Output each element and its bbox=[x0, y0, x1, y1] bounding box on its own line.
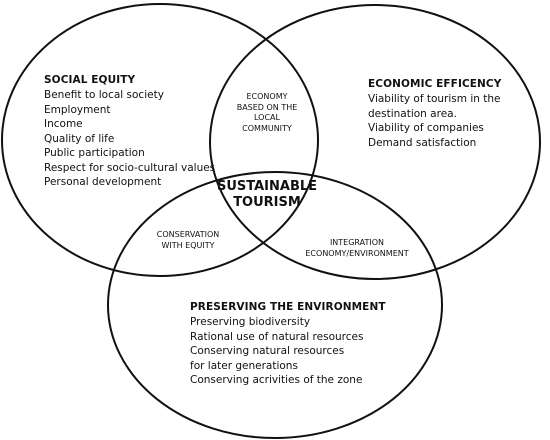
overlap-line: BASED ON THE bbox=[236, 102, 298, 112]
list-item: Preserving biodiversity bbox=[190, 316, 311, 328]
list-item: Conserving natural resources bbox=[190, 345, 345, 357]
overlap-line: ECONOMY/ENVIRONMENT bbox=[305, 248, 409, 258]
overlap-line: INTEGRATION bbox=[329, 238, 385, 247]
list-item: Employment bbox=[44, 103, 111, 116]
list-item: Benefit to local society bbox=[44, 89, 164, 101]
overlap-line: ECONOMY bbox=[246, 92, 288, 101]
center-line: SUSTAINABLE bbox=[216, 179, 318, 194]
list-item: Conserving acrivities of the zone bbox=[190, 374, 363, 386]
social-equity-title: SOCIAL EQUITY bbox=[44, 74, 136, 86]
overlap-line: CONSERVATION bbox=[156, 230, 220, 239]
economic-efficiency-list: Viability of tourism in the destination … bbox=[368, 92, 500, 150]
list-item: Viability of companies bbox=[368, 122, 484, 134]
social-equity-circle bbox=[1, 3, 319, 277]
overlap-social-environment: CONSERVATION WITH EQUITY bbox=[138, 230, 238, 251]
economic-efficiency-circle bbox=[209, 4, 541, 280]
list-item: destination area. bbox=[368, 107, 457, 120]
list-item: Demand satisfaction bbox=[368, 136, 477, 149]
list-item: for later generations bbox=[190, 359, 298, 372]
environment-title: PRESERVING THE ENVIRONMENT bbox=[190, 301, 386, 313]
list-item: Personal development bbox=[44, 176, 162, 188]
list-item: Viability of tourism in the bbox=[368, 93, 501, 105]
overlap-social-economic: ECONOMY BASED ON THE LOCAL COMMUNITY bbox=[212, 92, 322, 134]
list-item: Rational use of natural resources bbox=[190, 330, 364, 343]
center-line: TOURISM bbox=[233, 195, 301, 210]
overlap-line: LOCAL bbox=[254, 113, 280, 122]
environment-circle bbox=[107, 171, 443, 439]
list-item: Public participation bbox=[44, 147, 145, 159]
overlap-line: COMMUNITY bbox=[242, 123, 292, 133]
overlap-economic-environment: INTEGRATION ECONOMY/ENVIRONMENT bbox=[297, 238, 417, 259]
overlap-line: WITH EQUITY bbox=[161, 240, 215, 250]
list-item: Respect for socio-cultural values bbox=[44, 161, 216, 174]
list-item: Quality of life bbox=[44, 132, 115, 145]
social-equity-list: Benefit to local society Employment Inco… bbox=[44, 88, 215, 190]
center-title: SUSTAINABLE TOURISM bbox=[212, 179, 322, 211]
list-item: Income bbox=[44, 118, 83, 130]
environment-list: Preserving biodiversity Rational use of … bbox=[190, 315, 363, 388]
economic-efficiency-title: ECONOMIC EFFICENCY bbox=[368, 78, 502, 90]
